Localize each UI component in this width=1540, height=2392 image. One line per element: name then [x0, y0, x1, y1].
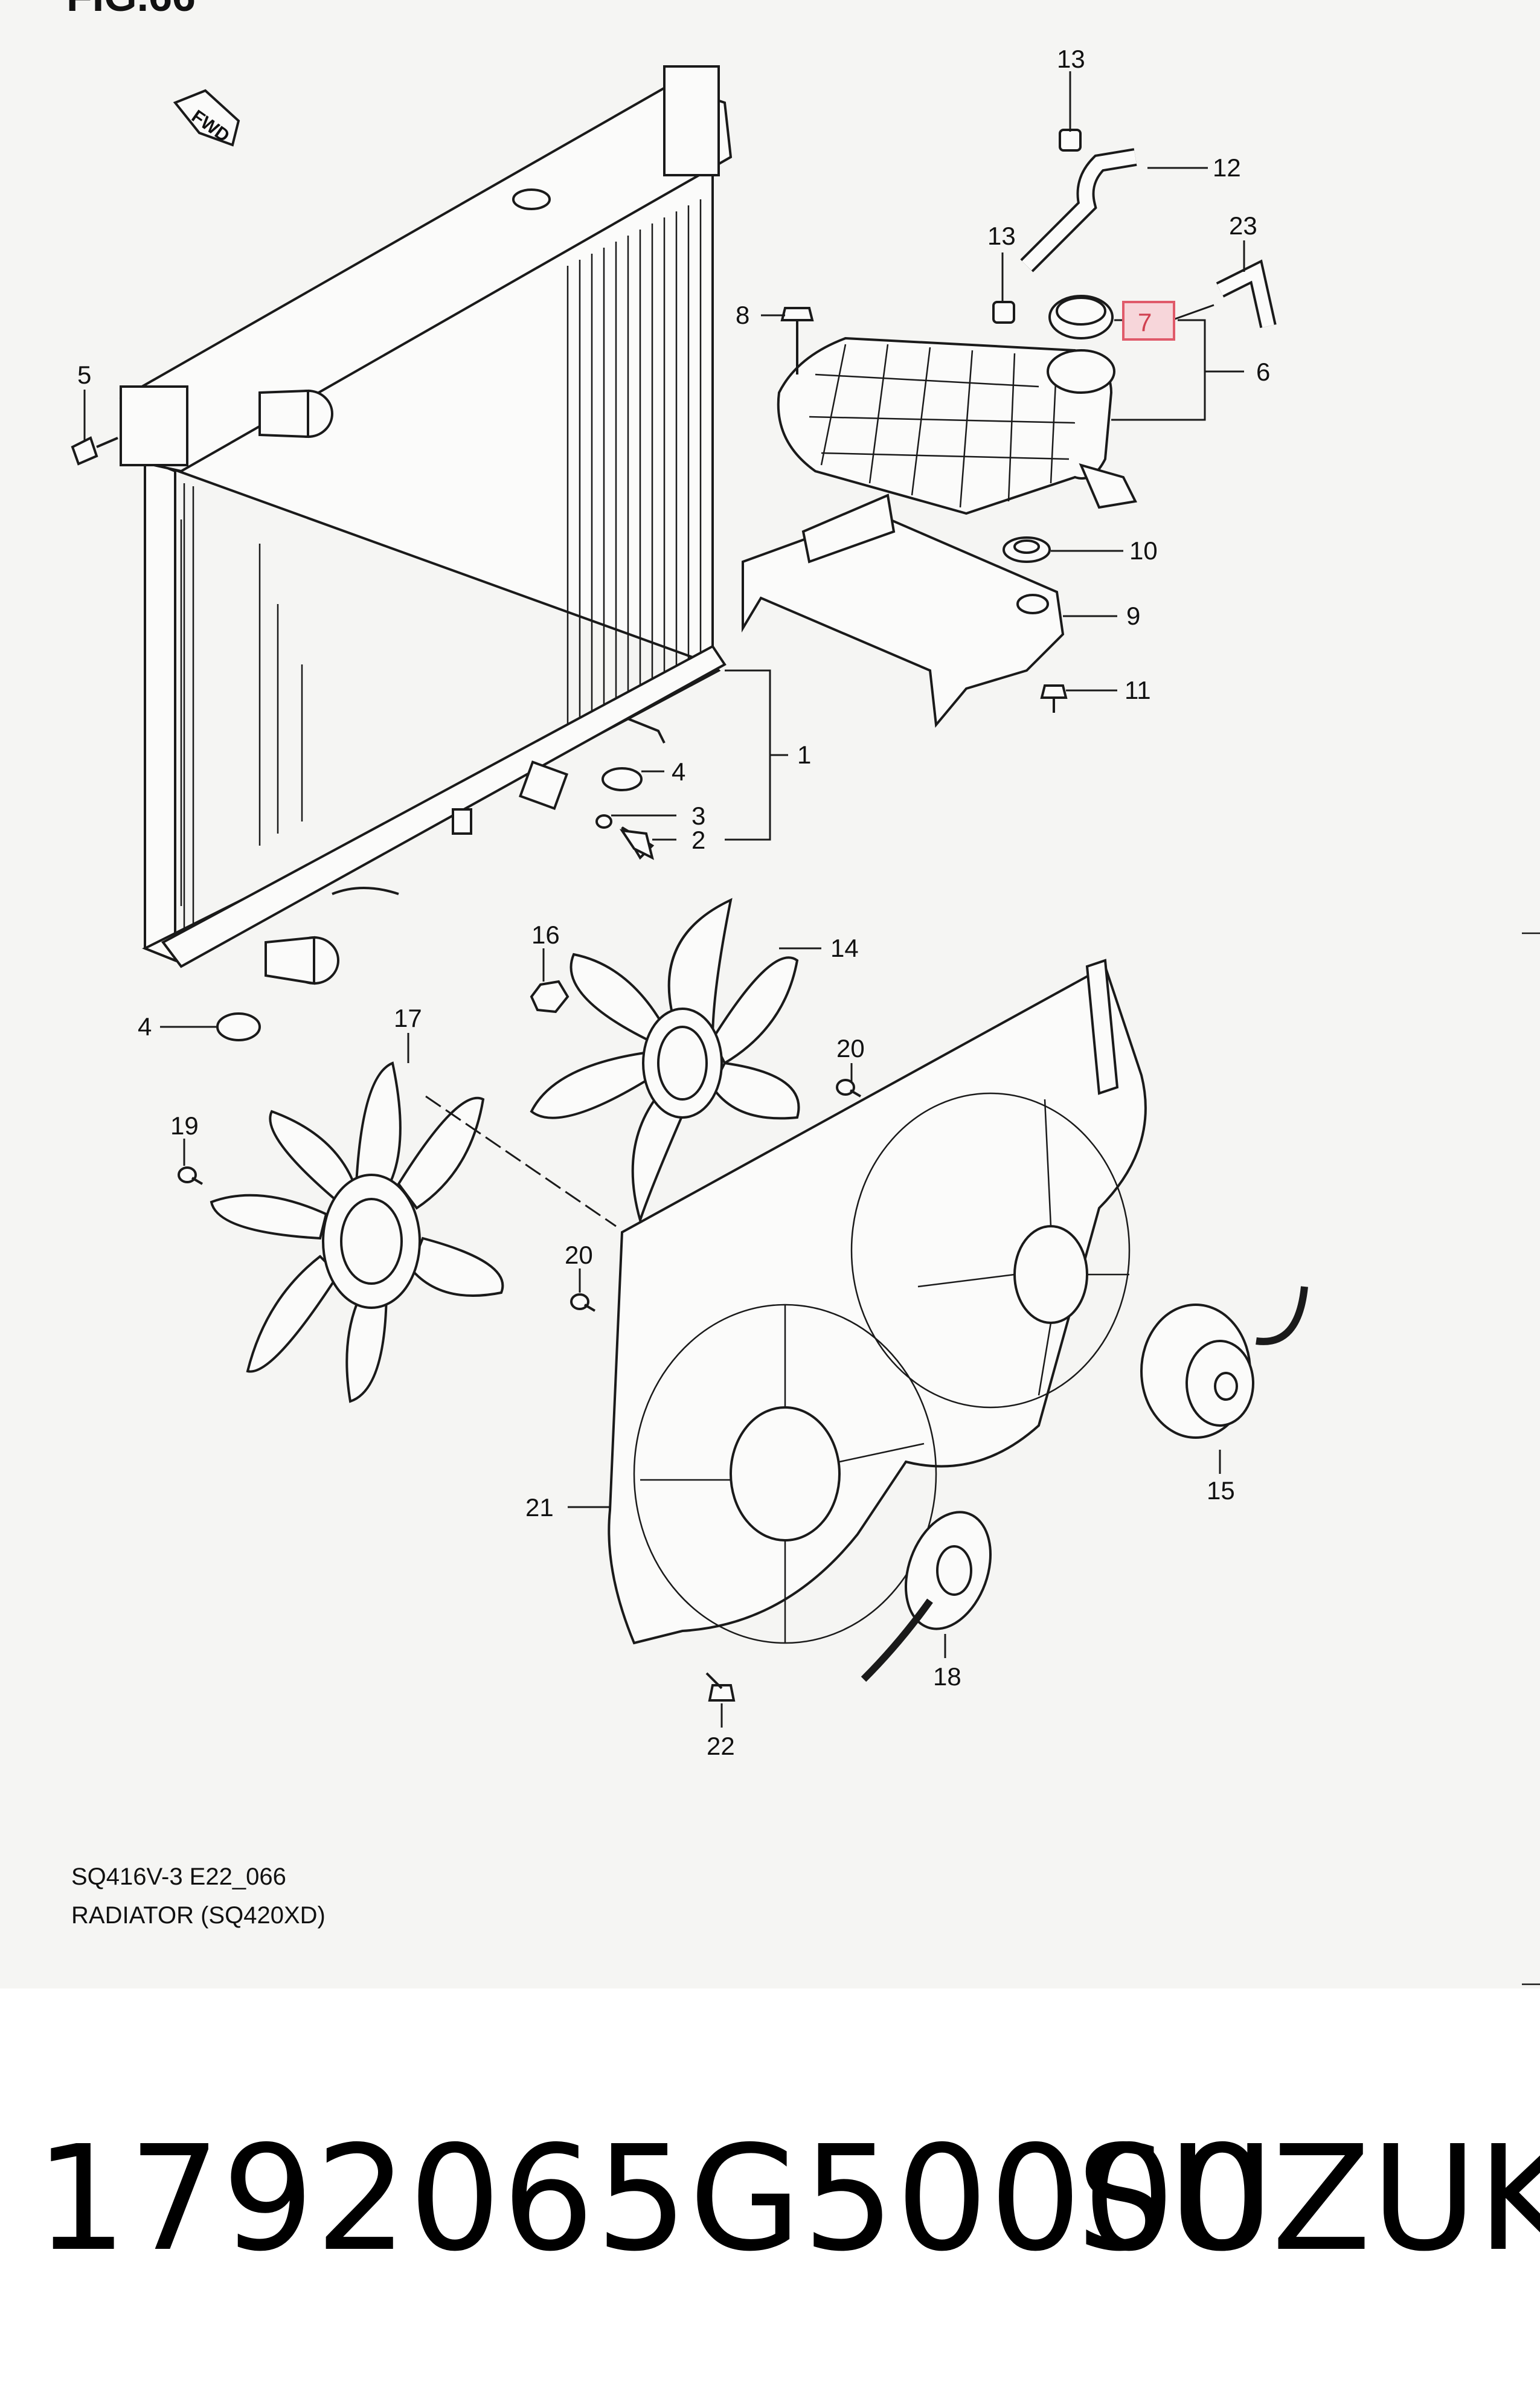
callout-8: 8: [736, 301, 749, 329]
callout-3: 3: [691, 802, 705, 830]
grommet-10: [1003, 536, 1051, 563]
callout-6: 6: [1256, 358, 1270, 386]
screw-20-lower: [570, 1293, 596, 1312]
bolt-11: [1040, 684, 1068, 713]
clamp-13-lower: [992, 301, 1015, 324]
callout-9: 9: [1126, 602, 1140, 630]
brand-name: SUZUKI: [1076, 2114, 1540, 2283]
reservoir-bracket: [742, 494, 1065, 728]
callout-7-highlight: [1122, 301, 1175, 341]
callout-13-upper: 13: [1057, 45, 1085, 73]
callout-labels: 13 12 13 23 8 7 6 5 10 9 11 1 4 3 2 16 1…: [77, 45, 1270, 1760]
fan-motor-15: [1140, 1286, 1308, 1439]
reservoir-cap: [1048, 295, 1114, 339]
callout-18: 18: [933, 1662, 961, 1691]
diagram-title: RADIATOR (SQ420XD): [71, 1902, 326, 1929]
radiator: [119, 65, 733, 985]
callout-4-upper: 4: [672, 757, 685, 786]
bolt-5: [71, 436, 118, 466]
diagram-panel: FIG.66 FWD: [0, 0, 1540, 1989]
cooling-fan-14: [530, 898, 800, 1224]
callout-22: 22: [707, 1732, 735, 1760]
o-ring-3: [595, 814, 612, 829]
reservoir-tank: [777, 336, 1137, 515]
callout-21: 21: [525, 1493, 554, 1522]
callout-23: 23: [1229, 211, 1257, 240]
figure-header: FIG.66: [66, 0, 196, 20]
callout-13-lower: 13: [987, 222, 1016, 250]
cooling-fan-17: [210, 1061, 504, 1403]
bolt-22: [705, 1672, 736, 1702]
callout-10: 10: [1129, 536, 1158, 565]
fan-motor-18: [861, 1511, 992, 1682]
nut-16: [530, 980, 569, 1014]
callout-1: 1: [797, 741, 811, 769]
callout-20-upper: 20: [836, 1034, 865, 1063]
screw-20-upper: [836, 1079, 862, 1098]
callout-7: 7: [1138, 308, 1152, 336]
forward-arrow-icon: FWD: [173, 89, 240, 147]
screw-19: [178, 1166, 204, 1185]
callout-2: 2: [691, 826, 705, 854]
cushion-4-lower: [216, 1012, 261, 1041]
callout-12: 12: [1213, 153, 1241, 182]
callout-16: 16: [531, 921, 560, 949]
callout-19: 19: [170, 1111, 199, 1140]
callout-15: 15: [1207, 1476, 1235, 1505]
callout-14: 14: [830, 934, 859, 962]
callout-11: 11: [1125, 676, 1151, 704]
leader-lines: [83, 71, 1245, 1728]
cushion-4-upper: [602, 767, 643, 791]
callout-5: 5: [77, 361, 91, 389]
part-number: 1792065G50000: [35, 2114, 1270, 2283]
hose-23: [1216, 259, 1277, 329]
product-info-bar: [0, 1989, 1540, 2392]
diagram-code: SQ416V-3 E22_066: [71, 1863, 286, 1890]
callout-17: 17: [394, 1004, 422, 1032]
clamp-13-upper: [1059, 129, 1082, 152]
fan-shroud: [608, 959, 1147, 1645]
callout-4-lower: 4: [138, 1012, 152, 1041]
overflow-hose-12: [1020, 148, 1137, 272]
drain-plug-2: [619, 829, 654, 860]
callout-20-lower: 20: [565, 1241, 593, 1269]
exploded-parts-diagram: FIG.66 FWD: [66, 0, 1540, 1985]
